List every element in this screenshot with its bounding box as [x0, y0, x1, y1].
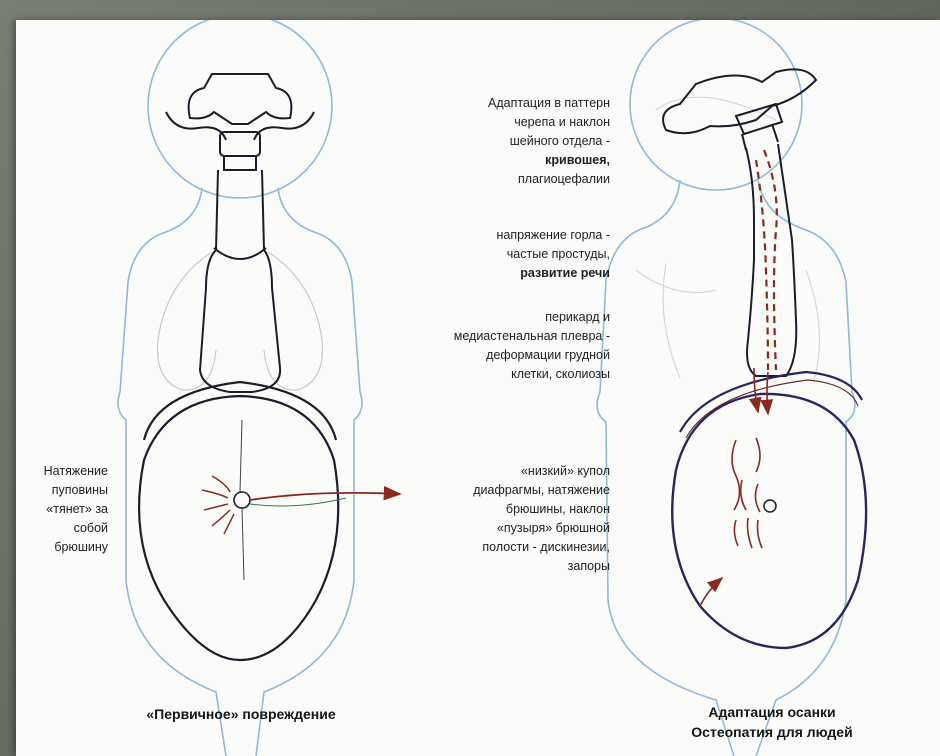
caption-left-text: «Первичное» повреждение	[146, 706, 335, 722]
right-navel	[764, 500, 776, 512]
right-mediastinum	[746, 144, 796, 376]
annotation-diaphragm: «низкий» купол диафрагмы, натяжение брюш…	[460, 462, 610, 576]
right-abdominal-sac	[672, 394, 866, 648]
left-skull-base	[166, 74, 314, 170]
annotation-throat-tension: напряжение горла - частые простуды, разв…	[482, 226, 610, 283]
annotation-umbilical: Натяжение пуповины «тянет» за собой брюш…	[22, 462, 108, 557]
annotation-diaphragm-text: «низкий» купол диафрагмы, натяжение брюш…	[473, 464, 610, 573]
left-lungs	[158, 252, 323, 390]
caption-posture-adaptation: Адаптация осанки Остеопатия для людей	[652, 702, 892, 742]
annotation-throat-bold: развитие речи	[520, 266, 610, 280]
caption-right-line2: Остеопатия для людей	[652, 722, 892, 742]
annotation-skull-tail: плагиоцефалии	[518, 172, 610, 186]
right-skull-base	[663, 69, 816, 150]
left-navel	[234, 492, 250, 508]
left-body-outline	[118, 20, 362, 756]
illustration-sheet: Адаптация в паттерн черепа и наклон шейн…	[16, 20, 940, 756]
right-diaphragm	[680, 372, 862, 438]
left-abdominal-sac	[139, 396, 338, 660]
left-tension-lines	[202, 476, 234, 534]
annotation-skull-text: Адаптация в паттерн черепа и наклон шейн…	[488, 96, 610, 148]
annotation-throat-text: напряжение горла - частые простуды,	[497, 228, 610, 261]
annotation-pericardium-text: перикард и медиастенальная плевра - дефо…	[454, 310, 610, 381]
annotation-pericardium: перикард и медиастенальная плевра - дефо…	[452, 308, 610, 384]
caption-right-line1: Адаптация осанки	[652, 702, 892, 722]
right-body-outline	[597, 20, 855, 756]
left-diaphragm	[144, 382, 336, 440]
left-umbilical-arrow	[250, 493, 400, 506]
anatomy-illustration	[16, 20, 940, 756]
annotation-umbilical-text: Натяжение пуповины «тянет» за собой брюш…	[44, 464, 108, 554]
annotation-skull-adaptation: Адаптация в паттерн черепа и наклон шейн…	[482, 94, 610, 189]
caption-primary-injury: «Первичное» повреждение	[126, 704, 356, 724]
right-tension-arrows	[700, 368, 768, 606]
left-mediastinum	[200, 170, 280, 392]
left-navel-lines	[240, 420, 244, 580]
annotation-skull-bold: кривошея,	[545, 153, 610, 167]
